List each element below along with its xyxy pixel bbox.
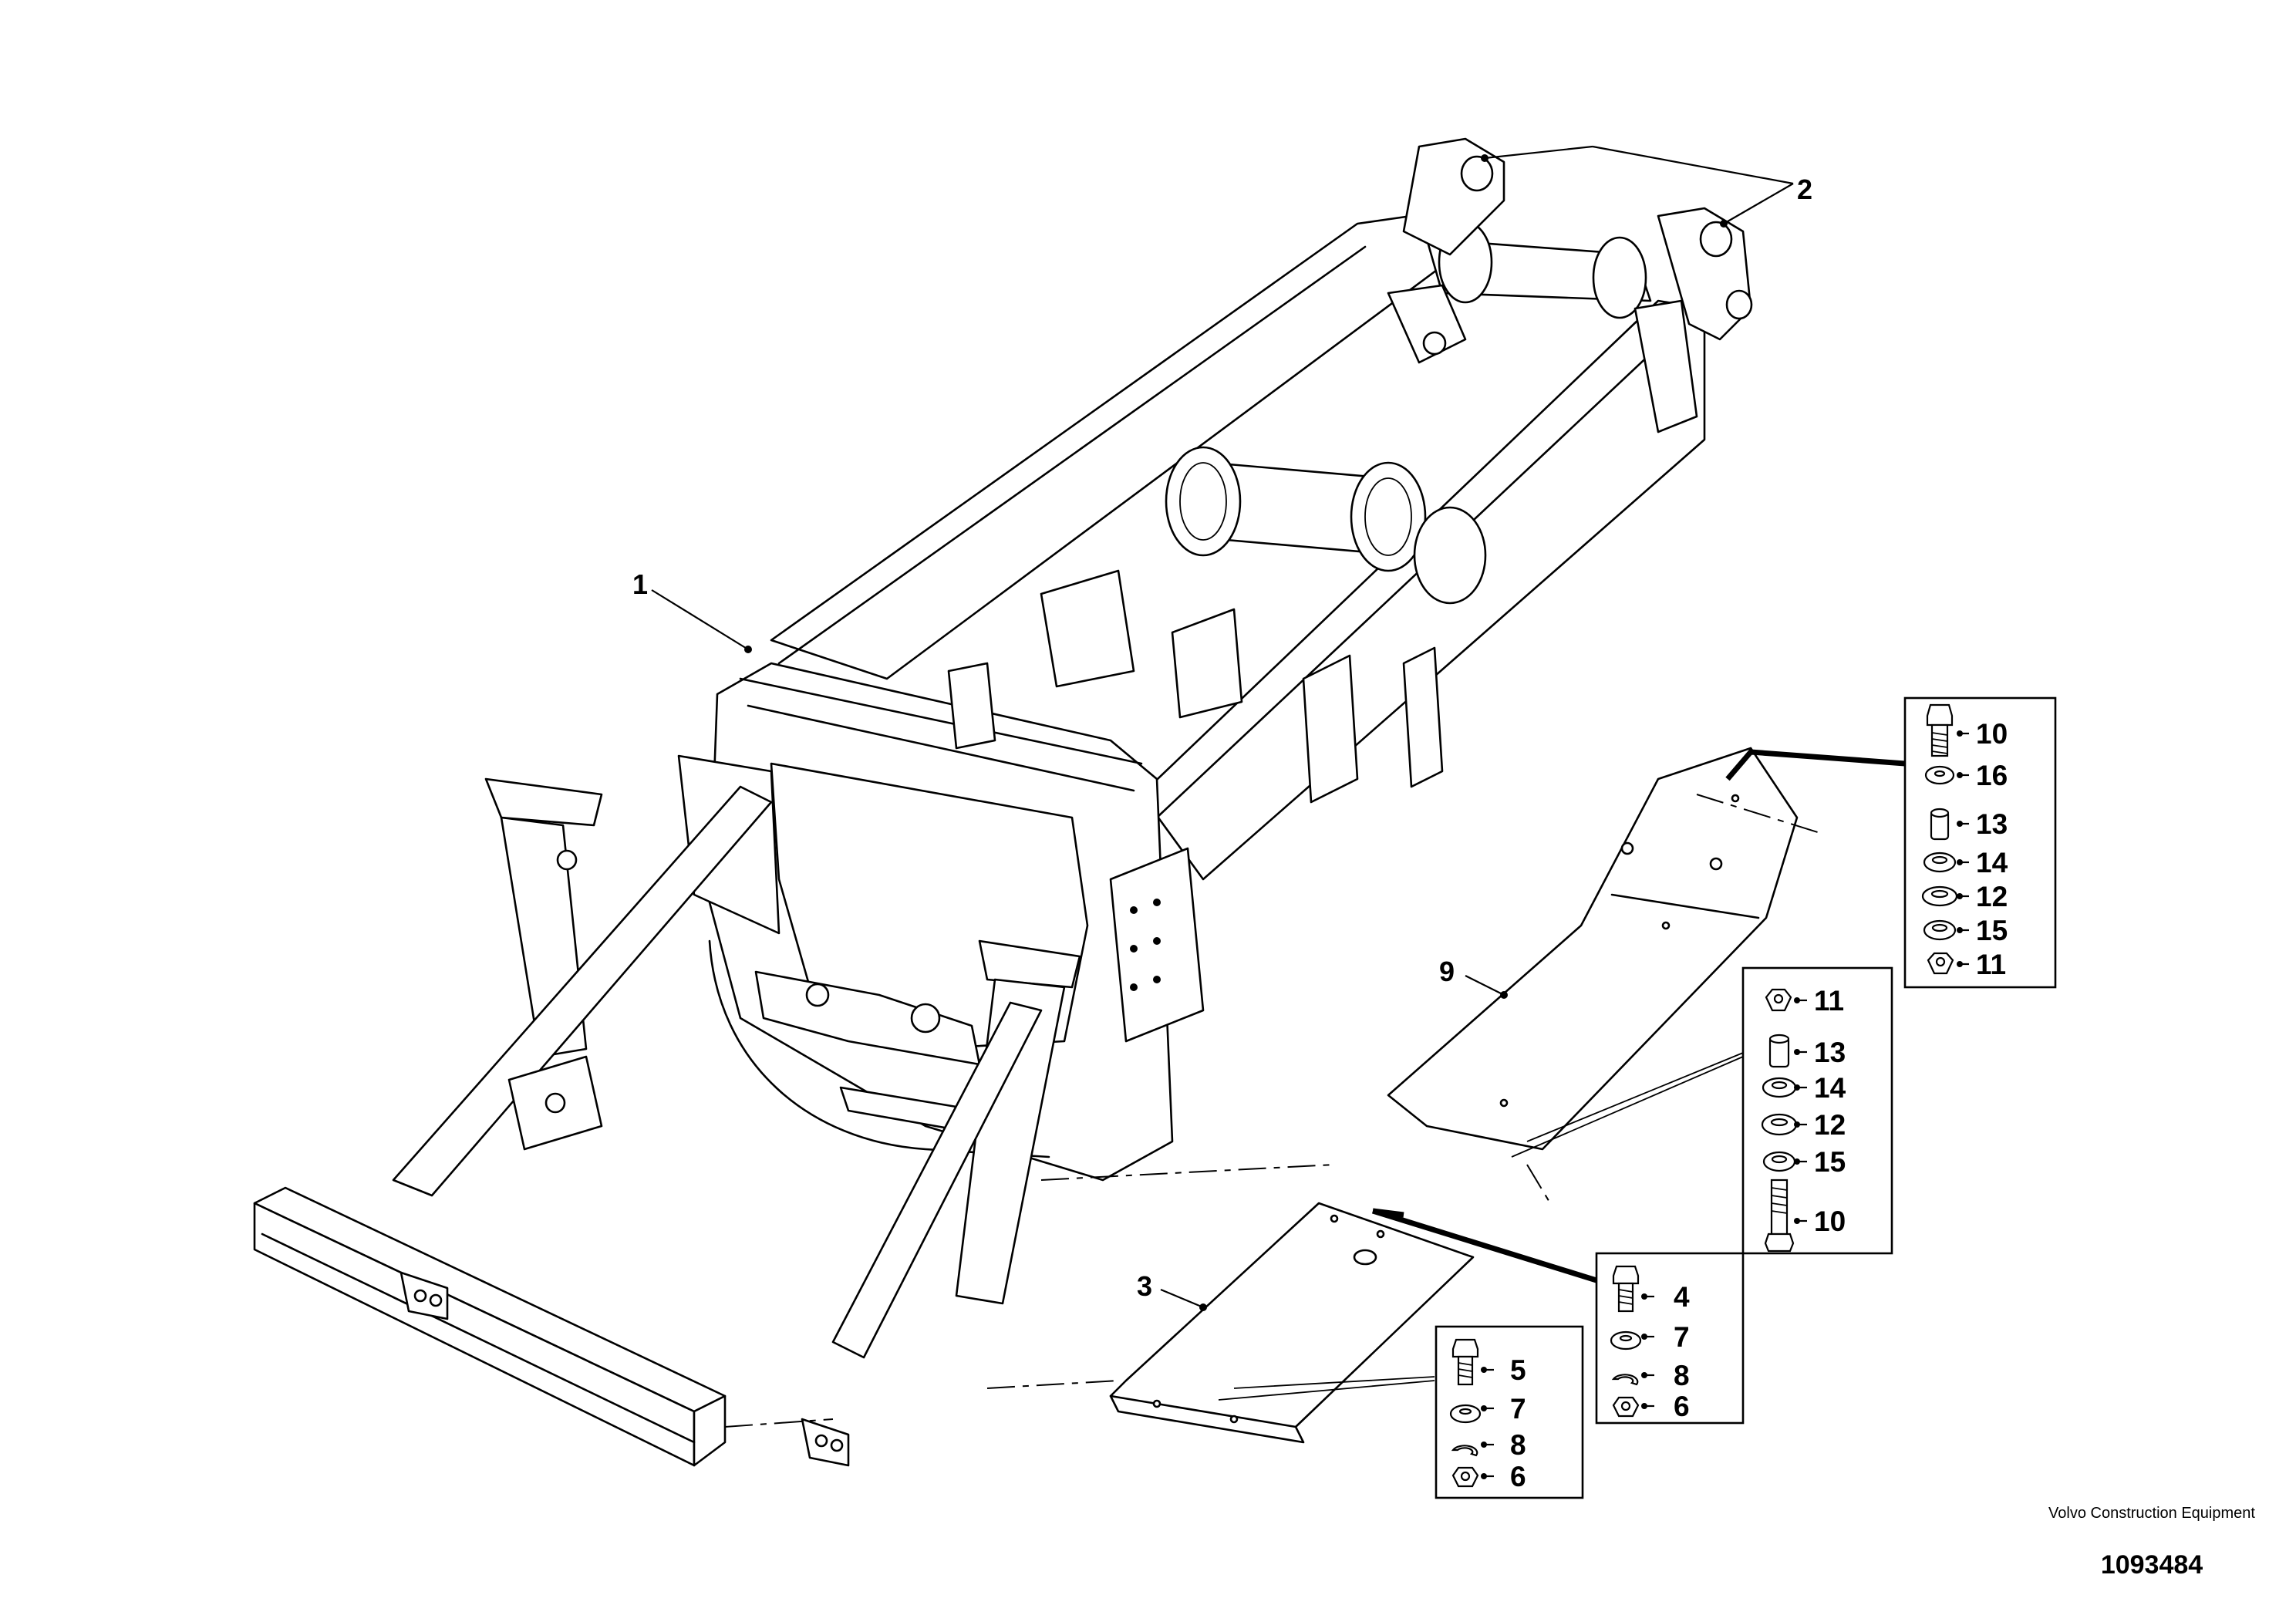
hardware-kit-a: 10 16 13 14 12 15 11 xyxy=(1903,696,2057,989)
hardware-kit-d: 5 7 8 6 xyxy=(1435,1325,1584,1499)
spacer-sleeve-icon xyxy=(1930,808,1950,841)
callout-3: 3 xyxy=(1137,1270,1152,1302)
kit-c-item: 4 xyxy=(1674,1281,1690,1313)
hardware-kit-c: 4 7 8 6 xyxy=(1595,1252,1745,1425)
kit-b-item: 14 xyxy=(1814,1072,1846,1104)
kit-a-item: 12 xyxy=(1976,881,2008,912)
callout-9: 9 xyxy=(1439,956,1455,987)
callout-1: 1 xyxy=(632,568,648,600)
callout-2-group: 2 xyxy=(1481,145,1812,228)
spacer-sleeve-icon xyxy=(1768,1034,1790,1068)
washer-icon xyxy=(1449,1404,1482,1424)
nut-icon xyxy=(1765,988,1792,1012)
rubber-washer-icon xyxy=(1762,1151,1796,1172)
washer-icon xyxy=(1921,885,1958,907)
nut-icon xyxy=(1927,952,1954,975)
kit-b-item: 13 xyxy=(1814,1037,1846,1068)
kit-c-item: 7 xyxy=(1674,1321,1690,1353)
kit-b-item: 12 xyxy=(1814,1109,1846,1141)
side-guard-plate xyxy=(1387,747,1821,1204)
leader-kit-d xyxy=(1218,1376,1435,1401)
kit-d-item: 5 xyxy=(1510,1354,1526,1386)
hardware-kit-b: 11 13 14 12 15 10 xyxy=(1741,966,1893,1255)
kit-a-item: 15 xyxy=(1976,915,2008,946)
lock-washer-icon xyxy=(1451,1445,1478,1457)
rubber-washer-icon xyxy=(1923,851,1957,873)
washer-icon xyxy=(1924,765,1955,785)
kit-b-item: 11 xyxy=(1814,985,1844,1017)
washer-icon xyxy=(1761,1113,1798,1136)
rubber-washer-icon xyxy=(1923,919,1957,941)
rubber-washer-icon xyxy=(1762,1077,1797,1098)
leader-kit-a xyxy=(1725,749,1906,781)
kit-a-item: 10 xyxy=(1976,718,2008,750)
kit-a-item: 11 xyxy=(1976,949,2006,980)
lock-washer-icon xyxy=(1611,1374,1639,1386)
kit-d-item: 8 xyxy=(1510,1429,1526,1461)
belly-guard-plate xyxy=(724,1164,1475,1444)
kit-a-item: 16 xyxy=(1976,760,2008,791)
kit-b-item: 15 xyxy=(1814,1146,1846,1178)
rear-frame-assembly xyxy=(253,137,1753,1467)
kit-a-item: 13 xyxy=(1976,808,2008,840)
callout-2: 2 xyxy=(1797,174,1812,205)
kit-d-item: 6 xyxy=(1510,1461,1526,1492)
bolt-icon xyxy=(1926,703,1954,757)
kit-c-item: 8 xyxy=(1674,1360,1690,1391)
kit-b-item: 10 xyxy=(1814,1206,1846,1237)
bolt-icon xyxy=(1764,1179,1795,1253)
callout-9-group: 9 xyxy=(1439,956,1508,999)
kit-c-item: 6 xyxy=(1674,1391,1690,1422)
publisher-credit: Volvo Construction Equipment xyxy=(2048,1505,2255,1522)
kit-a-item: 14 xyxy=(1976,847,2008,878)
callout-1-group: 1 xyxy=(632,568,752,653)
leader-kit-c xyxy=(1371,1208,1598,1283)
callout-3-group: 3 xyxy=(1137,1270,1207,1311)
kit-d-item: 7 xyxy=(1510,1393,1526,1425)
bolt-icon xyxy=(1612,1265,1640,1313)
nut-icon xyxy=(1612,1396,1640,1418)
bolt-icon xyxy=(1451,1338,1479,1386)
image-number: 1093484 xyxy=(2100,1550,2203,1580)
leader-kit-b xyxy=(1511,1052,1744,1158)
nut-icon xyxy=(1451,1466,1479,1488)
washer-icon xyxy=(1610,1330,1642,1351)
